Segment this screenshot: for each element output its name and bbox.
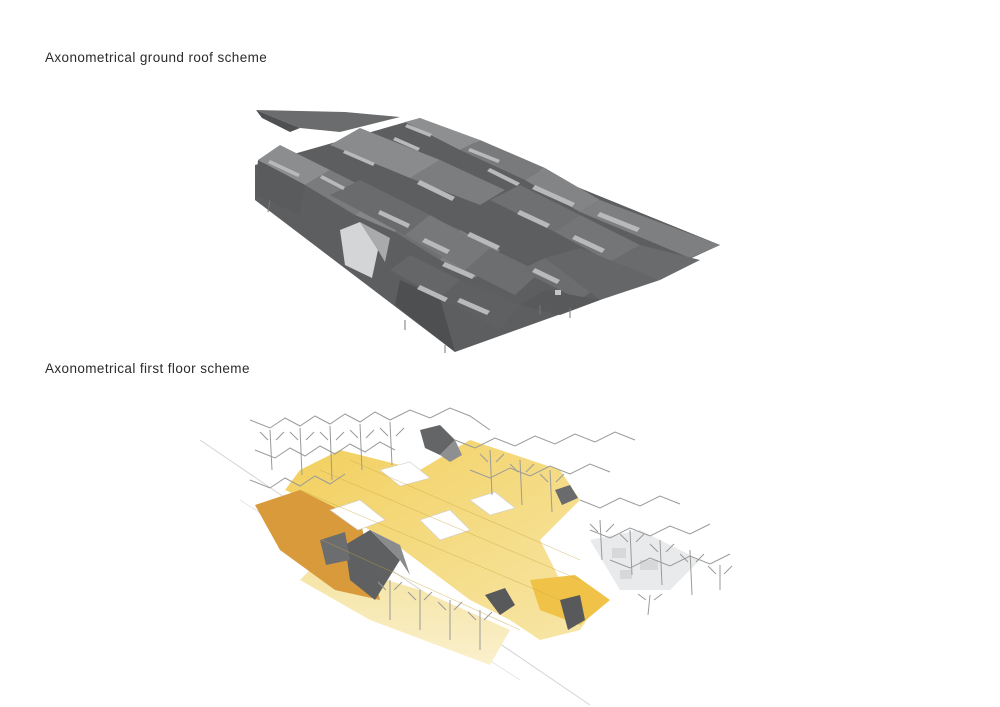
roof-axonometric [255, 110, 720, 353]
roof-row-2 [330, 180, 700, 295]
floor-voids [329, 461, 516, 541]
floor-dark-volumes [320, 425, 585, 630]
roof-lantern-block [340, 222, 378, 278]
floor-axonometric [199, 407, 733, 706]
floor-scheme-caption: Axonometrical first floor scheme [45, 361, 250, 376]
roof-canopy-sheet [256, 110, 400, 132]
floor-grid-lines [299, 459, 581, 631]
roof-supports [267, 199, 571, 353]
roof-vent [555, 290, 561, 295]
roof-skylights [268, 124, 640, 315]
roof-row-3 [390, 248, 660, 352]
ground-line [199, 439, 591, 706]
floor-structure [249, 407, 733, 650]
roof-scheme-caption: Axonometrical ground roof scheme [45, 50, 268, 65]
